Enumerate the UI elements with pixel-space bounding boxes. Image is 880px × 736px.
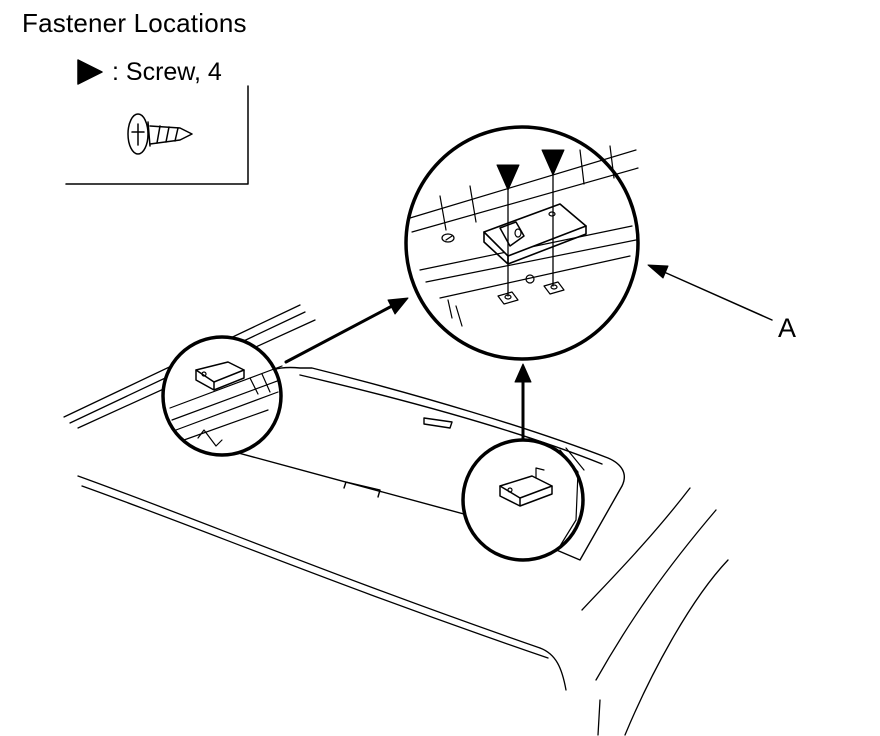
legend-label: : Screw, 4	[112, 58, 222, 86]
legend-frame	[65, 85, 249, 185]
vehicle-roof	[63, 304, 729, 736]
detail-circle-right	[461, 438, 585, 562]
callout-a-label: A	[778, 313, 797, 343]
detail-circle-enlarged	[404, 125, 640, 361]
screw-icon	[127, 113, 193, 155]
screw-marker-icon	[541, 149, 565, 176]
leader-arrows	[284, 264, 773, 442]
filled-triangle-icon	[77, 59, 103, 85]
page-title: Fastener Locations	[22, 8, 247, 38]
arrowhead-icon	[647, 264, 669, 279]
detail-circle-left	[161, 335, 283, 457]
screw-marker-icon	[496, 164, 520, 191]
legend	[65, 59, 249, 185]
arrowhead-icon	[514, 363, 532, 383]
arrowhead-icon	[387, 297, 409, 315]
